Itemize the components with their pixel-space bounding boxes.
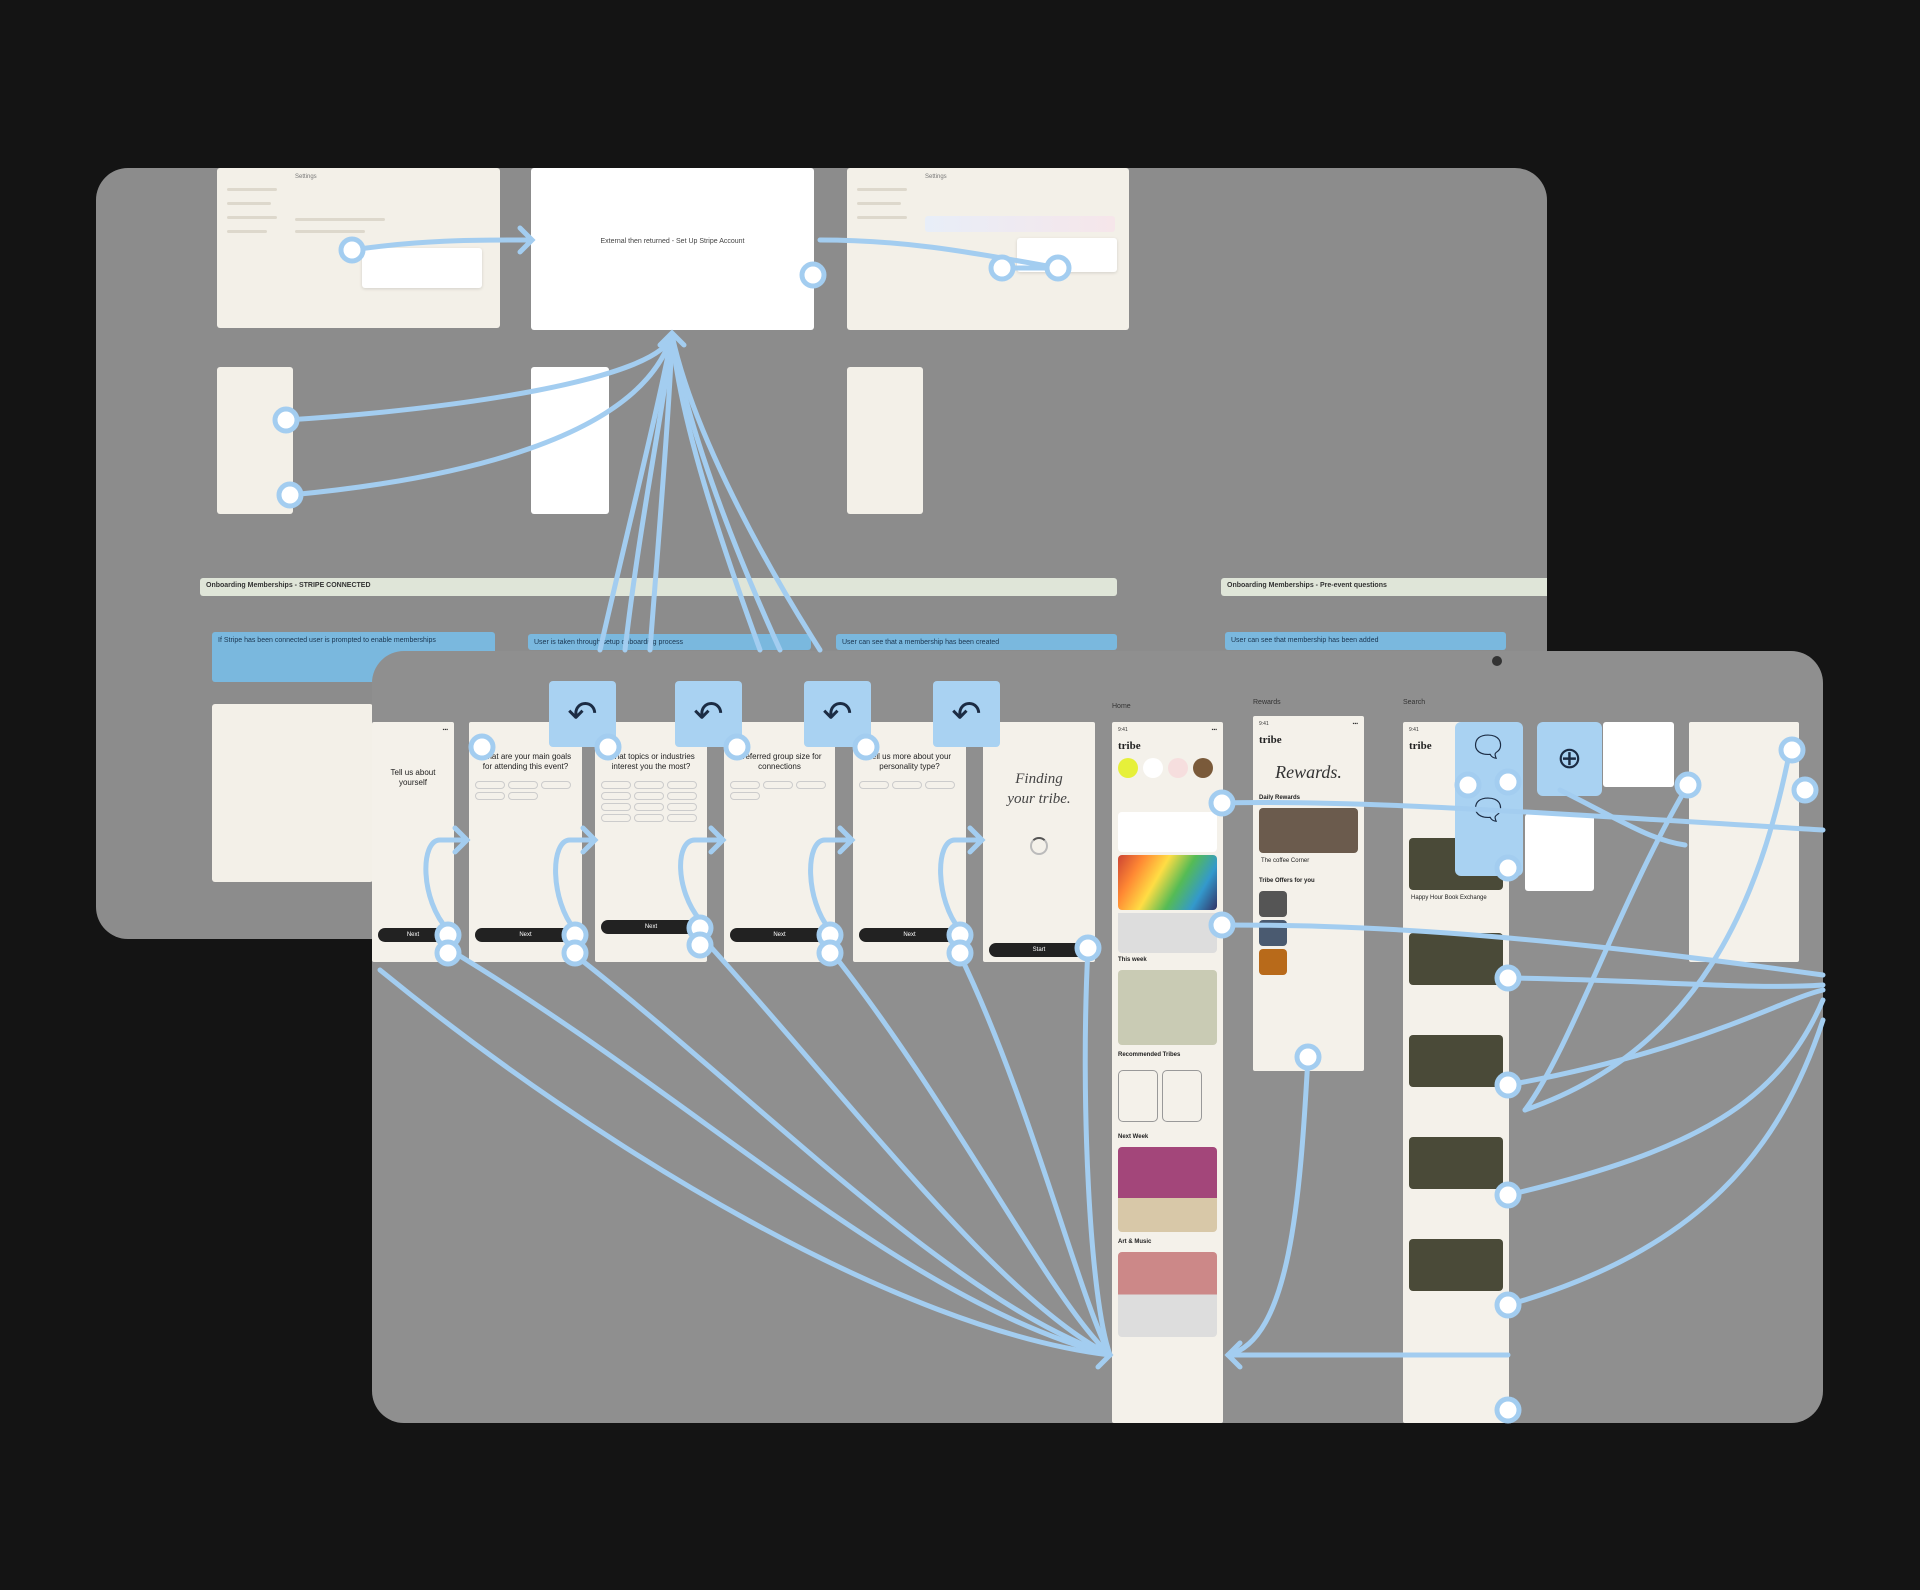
- mobile-frame[interactable]: [531, 367, 609, 514]
- back-arrow-icon[interactable]: ↶: [549, 681, 616, 747]
- event-title: Happy Hour Book Exchange: [1411, 895, 1487, 901]
- frame-title: Settings: [295, 174, 317, 180]
- mobile-frame[interactable]: [217, 367, 293, 514]
- onboarding-screen[interactable]: Tell us more about your personality type…: [853, 722, 966, 962]
- next-button[interactable]: Next: [601, 920, 701, 934]
- section-title: Daily Rewards: [1259, 795, 1301, 801]
- chat-icon: 🗨: [1469, 731, 1508, 764]
- section-title: Art & Music: [1118, 1239, 1152, 1245]
- sticky-note: User can see that membership has been ad…: [1225, 632, 1506, 650]
- next-button[interactable]: Next: [730, 928, 829, 942]
- onboarding-screen[interactable]: What are your main goals for attending t…: [469, 722, 582, 962]
- onboarding-screen[interactable]: What topics or industries interest you t…: [595, 722, 707, 962]
- question-text: What topics or industries interest you t…: [607, 752, 695, 772]
- question-text: Preferred group size for connections: [737, 752, 822, 772]
- question-text: Tell us more about your personality type…: [867, 752, 952, 772]
- mobile-frame[interactable]: [847, 367, 923, 514]
- start-button[interactable]: Start: [989, 943, 1089, 957]
- settings-frame[interactable]: Settings: [217, 168, 500, 328]
- back-arrow-icon[interactable]: ↶: [933, 681, 1000, 747]
- back-arrow-icon[interactable]: ↶: [675, 681, 742, 747]
- question-text: Tell us about yourself: [390, 768, 436, 788]
- frame-title: Settings: [925, 174, 947, 180]
- section-header: Onboarding Memberships - STRIPE CONNECTE…: [200, 578, 1117, 596]
- dropdown-menu[interactable]: [1525, 814, 1594, 891]
- onboarding-screen[interactable]: ▪▪▪ Tell us about yourself Next: [372, 722, 454, 962]
- external-frame-text: External then returned - Set Up Stripe A…: [600, 238, 745, 245]
- rewards-title: Rewards.: [1275, 762, 1342, 782]
- sticky-note: User can see that a membership has been …: [836, 634, 1117, 650]
- front-canvas: ▪▪▪ Tell us about yourself Next What are…: [372, 651, 1823, 1423]
- brand-logo: tribe: [1259, 734, 1282, 746]
- back-arrow-icon[interactable]: ↶: [804, 681, 871, 747]
- chat-icon: 🗨: [1469, 794, 1508, 827]
- next-button[interactable]: Next: [378, 928, 448, 942]
- frame-label-home: Home: [1112, 703, 1131, 710]
- finding-tribe-title: Finding your tribe.: [1007, 771, 1071, 807]
- comment-overlay[interactable]: 🗨 🗨: [1455, 722, 1523, 876]
- onboarding-screen[interactable]: Finding your tribe. Start: [983, 722, 1095, 962]
- reward-card-title: The coffee Corner: [1261, 858, 1310, 864]
- settings-frame[interactable]: Settings: [847, 168, 1129, 330]
- section-title: This week: [1118, 957, 1147, 963]
- loading-spinner-icon: [1030, 837, 1048, 855]
- sticky-note: User is taken through setup onboarding p…: [528, 634, 811, 650]
- dropdown-menu[interactable]: [1603, 722, 1674, 787]
- brand-logo: tribe: [1409, 740, 1432, 752]
- onboarding-screen[interactable]: Preferred group size for connections Nex…: [724, 722, 835, 962]
- brand-logo: tribe: [1118, 740, 1141, 752]
- settings-frame[interactable]: [212, 704, 373, 882]
- section-title: Recommended Tribes: [1118, 1052, 1181, 1058]
- frame-label-search: Search: [1403, 699, 1426, 706]
- frame-label-rewards: Rewards: [1253, 699, 1281, 706]
- section-title: Next Week: [1118, 1134, 1149, 1140]
- cursor-icon: [1492, 656, 1502, 666]
- add-comment-icon[interactable]: ⊕: [1537, 722, 1602, 796]
- search-results-screen[interactable]: [1689, 722, 1799, 962]
- external-stripe-frame[interactable]: External then returned - Set Up Stripe A…: [531, 168, 814, 330]
- next-button[interactable]: Next: [859, 928, 960, 942]
- question-text: What are your main goals for attending t…: [479, 752, 572, 772]
- section-title: Tribe Offers for you: [1259, 878, 1315, 884]
- section-header: Onboarding Memberships - Pre-event quest…: [1221, 578, 1547, 596]
- rewards-screen[interactable]: 9:41▪▪▪ tribe Rewards. Daily Rewards The…: [1253, 716, 1364, 1071]
- next-button[interactable]: Next: [475, 928, 576, 942]
- home-screen[interactable]: 9:41▪▪▪ tribe This week Recommended Trib…: [1112, 722, 1223, 1423]
